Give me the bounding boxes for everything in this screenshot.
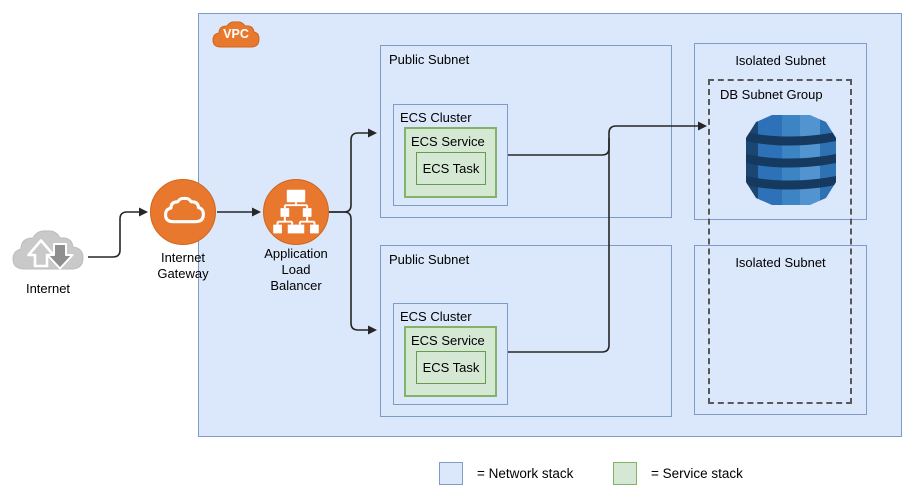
upload-arrow-icon <box>27 239 55 268</box>
ecs-service-1-label: ECS Service <box>411 134 485 149</box>
network-stack-swatch <box>439 462 463 485</box>
legend-service-label: = Service stack <box>651 466 743 481</box>
isolated-subnet-2-label: Isolated Subnet <box>735 255 826 270</box>
ecs-cluster-2-label: ECS Cluster <box>400 309 472 324</box>
vpc-cloud-icon <box>212 21 260 48</box>
gateway-cloud-icon <box>163 196 205 224</box>
legend-network: = Network stack <box>439 462 573 485</box>
public-subnet-2-label: Public Subnet <box>389 252 470 267</box>
internet-cloud-icon <box>8 222 92 278</box>
internet-gateway-label: Internet Gateway <box>157 250 209 281</box>
internet-gateway-node <box>150 179 216 245</box>
ecs-task-2-label: ECS Task <box>422 360 480 375</box>
ecs-task-2: ECS Task <box>416 351 486 384</box>
ecs-task-1-label: ECS Task <box>422 161 480 176</box>
load-balancer-tree-icon <box>273 189 319 234</box>
db-subnet-group-label: DB Subnet Group <box>720 87 823 102</box>
internet-label: Internet <box>25 281 71 296</box>
ecs-service-2-label: ECS Service <box>411 333 485 348</box>
load-balancer-label: Application Load Balancer <box>264 246 328 293</box>
service-stack-swatch <box>613 462 637 485</box>
vpc-badge: VPC <box>211 20 261 50</box>
dynamodb-icon <box>742 113 840 207</box>
isolated-subnet-2: Isolated Subnet <box>694 245 867 415</box>
legend-network-label: = Network stack <box>477 466 574 481</box>
ecs-task-1: ECS Task <box>416 152 486 185</box>
vpc-badge-label: VPC <box>223 27 249 41</box>
ecs-cluster-1-label: ECS Cluster <box>400 110 472 125</box>
db-subnet-group: DB Subnet Group <box>708 79 852 404</box>
load-balancer-node <box>263 179 329 245</box>
legend-service: = Service stack <box>613 462 743 485</box>
public-subnet-1-label: Public Subnet <box>389 52 470 67</box>
isolated-subnet-1-label: Isolated Subnet <box>735 53 826 68</box>
download-arrow-icon <box>46 243 74 270</box>
